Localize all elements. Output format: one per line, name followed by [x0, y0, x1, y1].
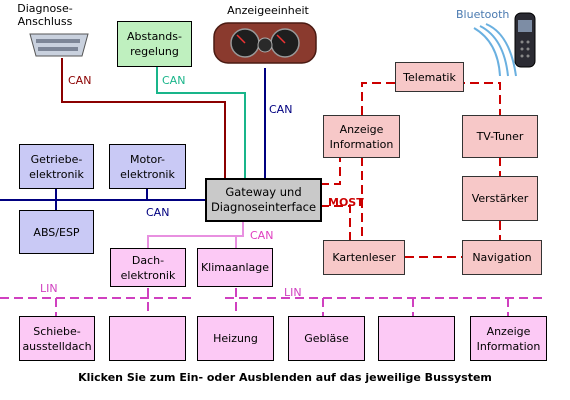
can-red-line[interactable] — [61, 58, 226, 178]
node-anzeige-information-most[interactable]: Anzeige Information — [323, 115, 400, 158]
node-geblaese[interactable]: Gebläse — [288, 316, 365, 361]
dashboard-cluster-icon[interactable] — [213, 20, 317, 66]
node-motorelektronik[interactable]: Motor- elektronik — [109, 144, 186, 189]
can-pink-lines[interactable] — [147, 222, 244, 248]
anzeigeeinheit-label: Anzeigeeinheit — [227, 4, 309, 17]
lin-right-label[interactable]: LIN — [284, 286, 302, 299]
node-lin-empty-2[interactable] — [378, 316, 455, 361]
can-green-label[interactable]: CAN — [162, 74, 186, 87]
node-navigation[interactable]: Navigation — [462, 240, 542, 275]
can-pink-label[interactable]: CAN — [250, 229, 274, 242]
can-blue-top-label[interactable]: CAN — [269, 103, 293, 116]
lin-left-label[interactable]: LIN — [40, 282, 58, 295]
node-schiebeausstelldach[interactable]: Schiebe- ausstelldach — [19, 316, 95, 361]
node-getriebeelektronik[interactable]: Getriebe- elektronik — [19, 144, 94, 189]
node-anzeige-information-lin[interactable]: Anzeige Information — [470, 316, 547, 361]
node-kartenleser[interactable]: Kartenleser — [323, 240, 405, 275]
node-gateway[interactable]: Gateway und Diagnoseinterface — [205, 178, 322, 222]
node-telematik[interactable]: Telematik — [395, 62, 464, 92]
lin-lines[interactable] — [0, 288, 545, 316]
mobile-phone-icon[interactable] — [512, 12, 538, 68]
diagnose-connector-icon[interactable] — [26, 30, 92, 60]
node-tv-tuner[interactable]: TV-Tuner — [462, 115, 538, 158]
node-lin-empty-1[interactable] — [109, 316, 186, 361]
can-blue-left-label[interactable]: CAN — [146, 206, 170, 219]
footer-instruction: Klicken Sie zum Ein- oder Ausblenden auf… — [78, 371, 492, 384]
most-ring[interactable] — [320, 82, 501, 258]
diagnose-label: Diagnose- Anschluss — [17, 2, 73, 28]
node-abs-esp[interactable]: ABS/ESP — [19, 210, 94, 254]
node-abstandsregelung[interactable]: Abstands- regelung — [117, 21, 192, 67]
bluetooth-waves-icon — [473, 23, 517, 77]
node-verstaerker[interactable]: Verstärker — [462, 176, 538, 221]
node-klimaanlage[interactable]: Klimaanlage — [197, 248, 273, 287]
bluetooth-label: Bluetooth — [456, 8, 510, 21]
node-dachelektronik[interactable]: Dach- elektronik — [110, 248, 186, 287]
can-green-line[interactable] — [156, 66, 246, 178]
can-red-label[interactable]: CAN — [68, 74, 92, 87]
most-label[interactable]: MOST — [328, 196, 364, 209]
node-heizung[interactable]: Heizung — [197, 316, 274, 361]
